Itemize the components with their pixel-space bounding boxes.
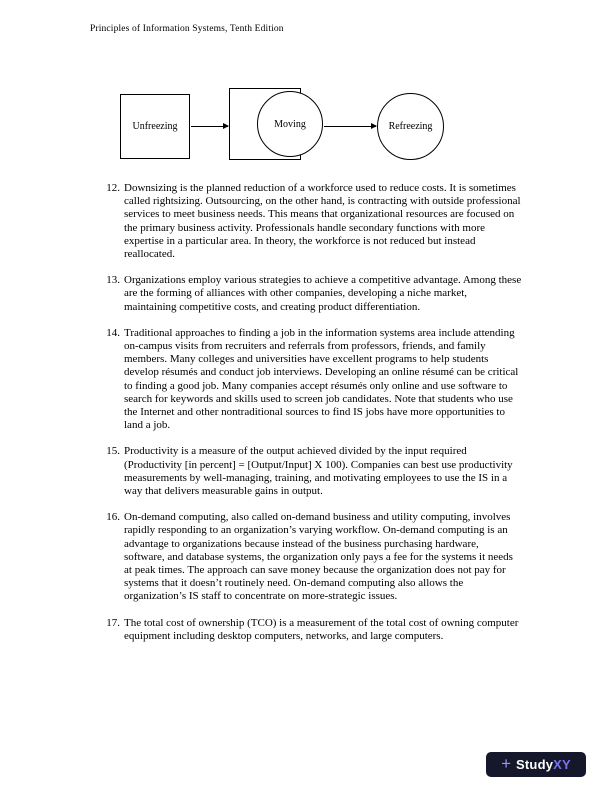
arrow-right-icon: [191, 123, 229, 129]
item-text: The total cost of ownership (TCO) is a m…: [124, 616, 519, 642]
item-text: On-demand computing, also called on-dema…: [124, 511, 513, 603]
moving-label: Moving: [274, 118, 306, 130]
plus-sparkle-icon: +: [501, 754, 512, 773]
page-header-title: Principles of Information Systems, Tenth…: [90, 24, 284, 34]
item-number: 13.: [106, 274, 120, 287]
refreezing-label: Refreezing: [388, 121, 433, 132]
item-text: Downsizing is the planned reduction of a…: [124, 182, 521, 261]
logo-wordmark: StudyXY: [516, 757, 571, 772]
lewin-change-model-diagram: Unfreezing Moving Refreezing: [0, 85, 612, 177]
logo-text-accent: XY: [553, 757, 571, 772]
list-item: 16. On-demand computing, also called on-…: [89, 511, 522, 603]
item-text: Organizations employ various strategies …: [124, 274, 522, 313]
list-item: 13. Organizations employ various strateg…: [89, 274, 522, 314]
refreezing-circle-shape: Refreezing: [377, 93, 444, 160]
list-item: 14. Traditional approaches to finding a …: [89, 327, 522, 433]
item-text: Productivity is a measure of the output …: [124, 445, 513, 498]
item-number: 16.: [106, 511, 120, 524]
item-number: 15.: [106, 445, 120, 458]
logo-text-primary: Study: [516, 757, 554, 772]
unfreezing-label: Unfreezing: [132, 121, 178, 132]
item-number: 12.: [106, 182, 120, 194]
list-item: 17. The total cost of ownership (TCO) is…: [89, 617, 522, 643]
list-item: 15. Productivity is a measure of the out…: [89, 445, 522, 498]
moving-circle-shape: Moving: [257, 91, 323, 157]
numbered-list: 12. Downsizing is the planned reduction …: [89, 182, 522, 656]
item-text: Traditional approaches to finding a job …: [124, 326, 519, 432]
unfreezing-rect-shape: Unfreezing: [120, 94, 190, 159]
studyxy-logo: + StudyXY: [486, 752, 586, 777]
item-number: 17.: [106, 616, 120, 629]
arrow-right-icon: [324, 123, 377, 129]
item-number: 14.: [106, 326, 120, 339]
list-item: 12. Downsizing is the planned reduction …: [89, 182, 522, 261]
